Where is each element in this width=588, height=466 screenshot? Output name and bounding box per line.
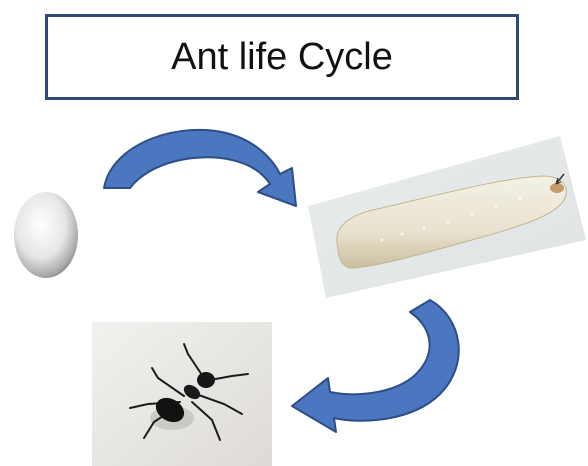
ant-larva-photo xyxy=(302,136,586,298)
stage-egg xyxy=(8,188,84,282)
title-box: Ant life Cycle xyxy=(45,14,519,100)
stage-larva xyxy=(302,136,586,298)
diagram-title: Ant life Cycle xyxy=(171,36,393,79)
adult-ant-photo xyxy=(92,322,272,466)
stage-adult xyxy=(92,322,272,466)
arrow-larva-to-adult xyxy=(292,300,459,432)
arrow-egg-to-larva xyxy=(104,130,296,206)
ant-egg-photo xyxy=(8,188,84,282)
